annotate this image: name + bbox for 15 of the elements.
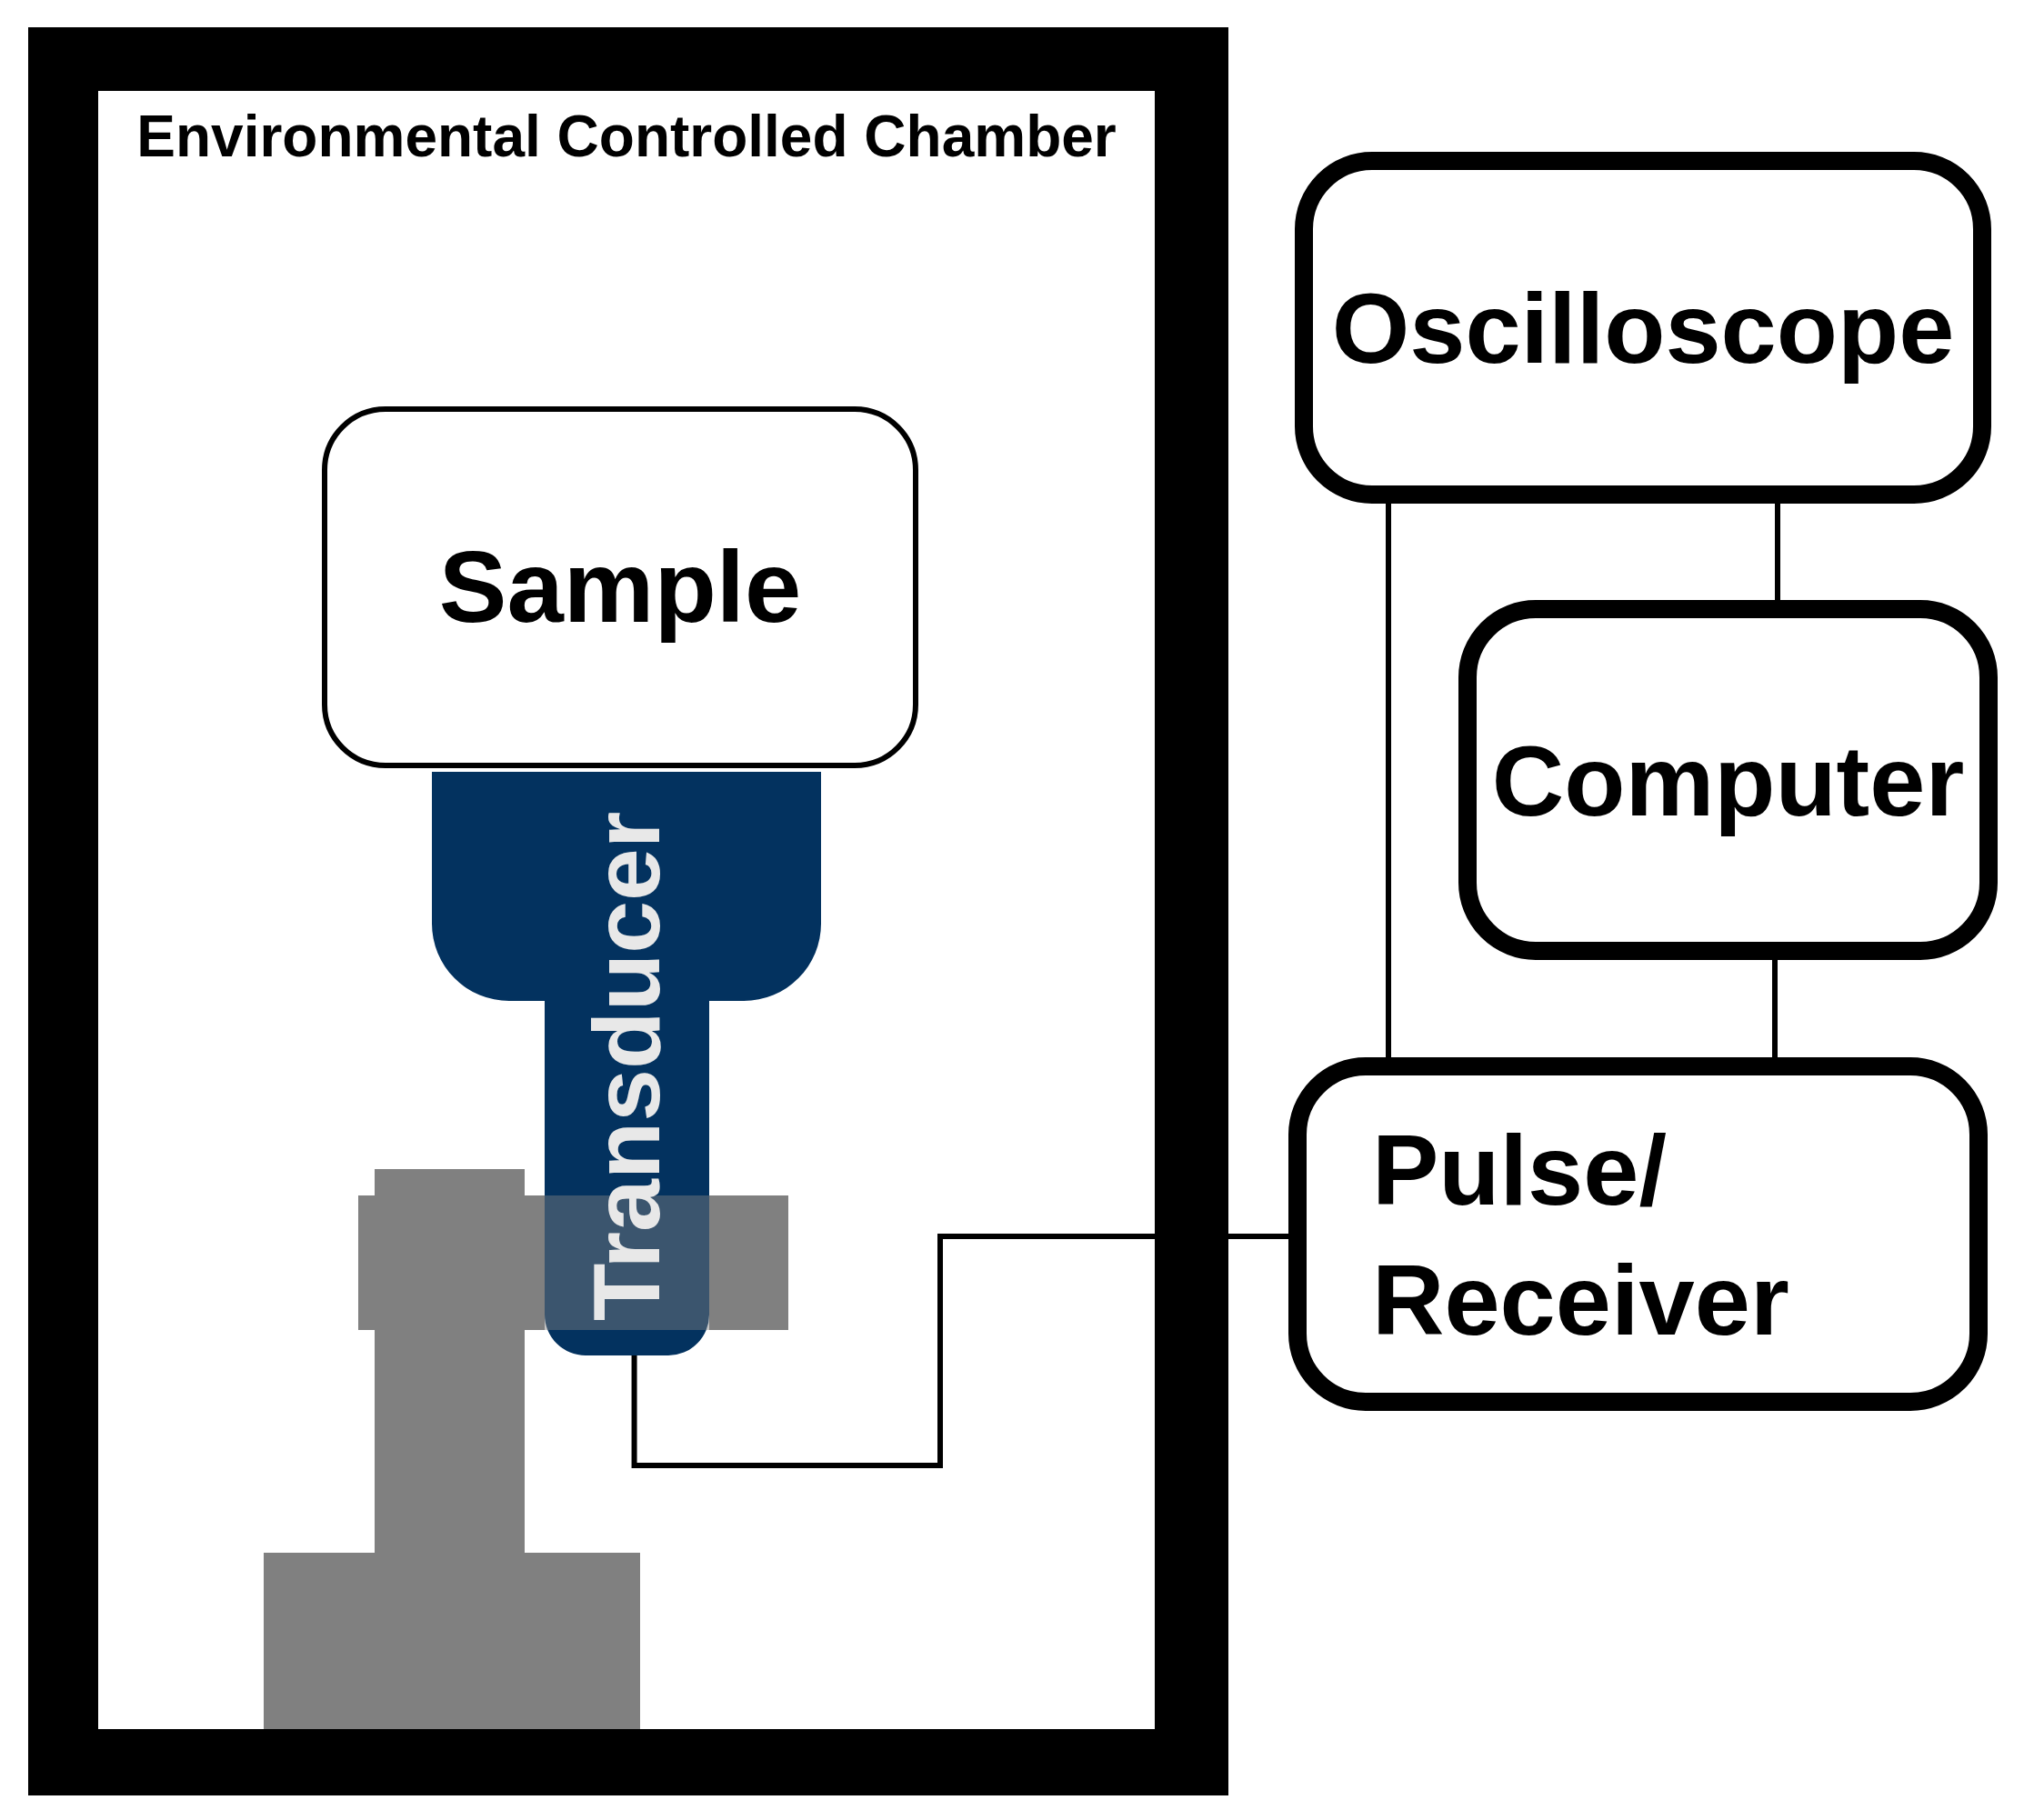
instrument-box: [1295, 152, 1991, 504]
box-label: Oscilloscope: [1331, 273, 1955, 383]
sample-box: [322, 406, 918, 768]
chamber-title: Environmental Controlled Chamber: [136, 105, 1117, 169]
transducer-label: Transducer: [579, 811, 674, 1322]
instrument-box: [1458, 600, 1998, 960]
box-label: Computer: [1491, 725, 1965, 835]
chamber-frame: [28, 27, 1228, 1795]
box-label: Pulse/ Receiver: [1372, 1112, 1790, 1357]
connector-line: [1386, 504, 1391, 1057]
connector-line: [1775, 504, 1780, 600]
connector-line: [631, 1234, 1288, 1468]
connector-line: [1772, 960, 1778, 1057]
instrument-box: [1288, 1057, 1988, 1411]
box-label: Sample: [438, 531, 802, 644]
